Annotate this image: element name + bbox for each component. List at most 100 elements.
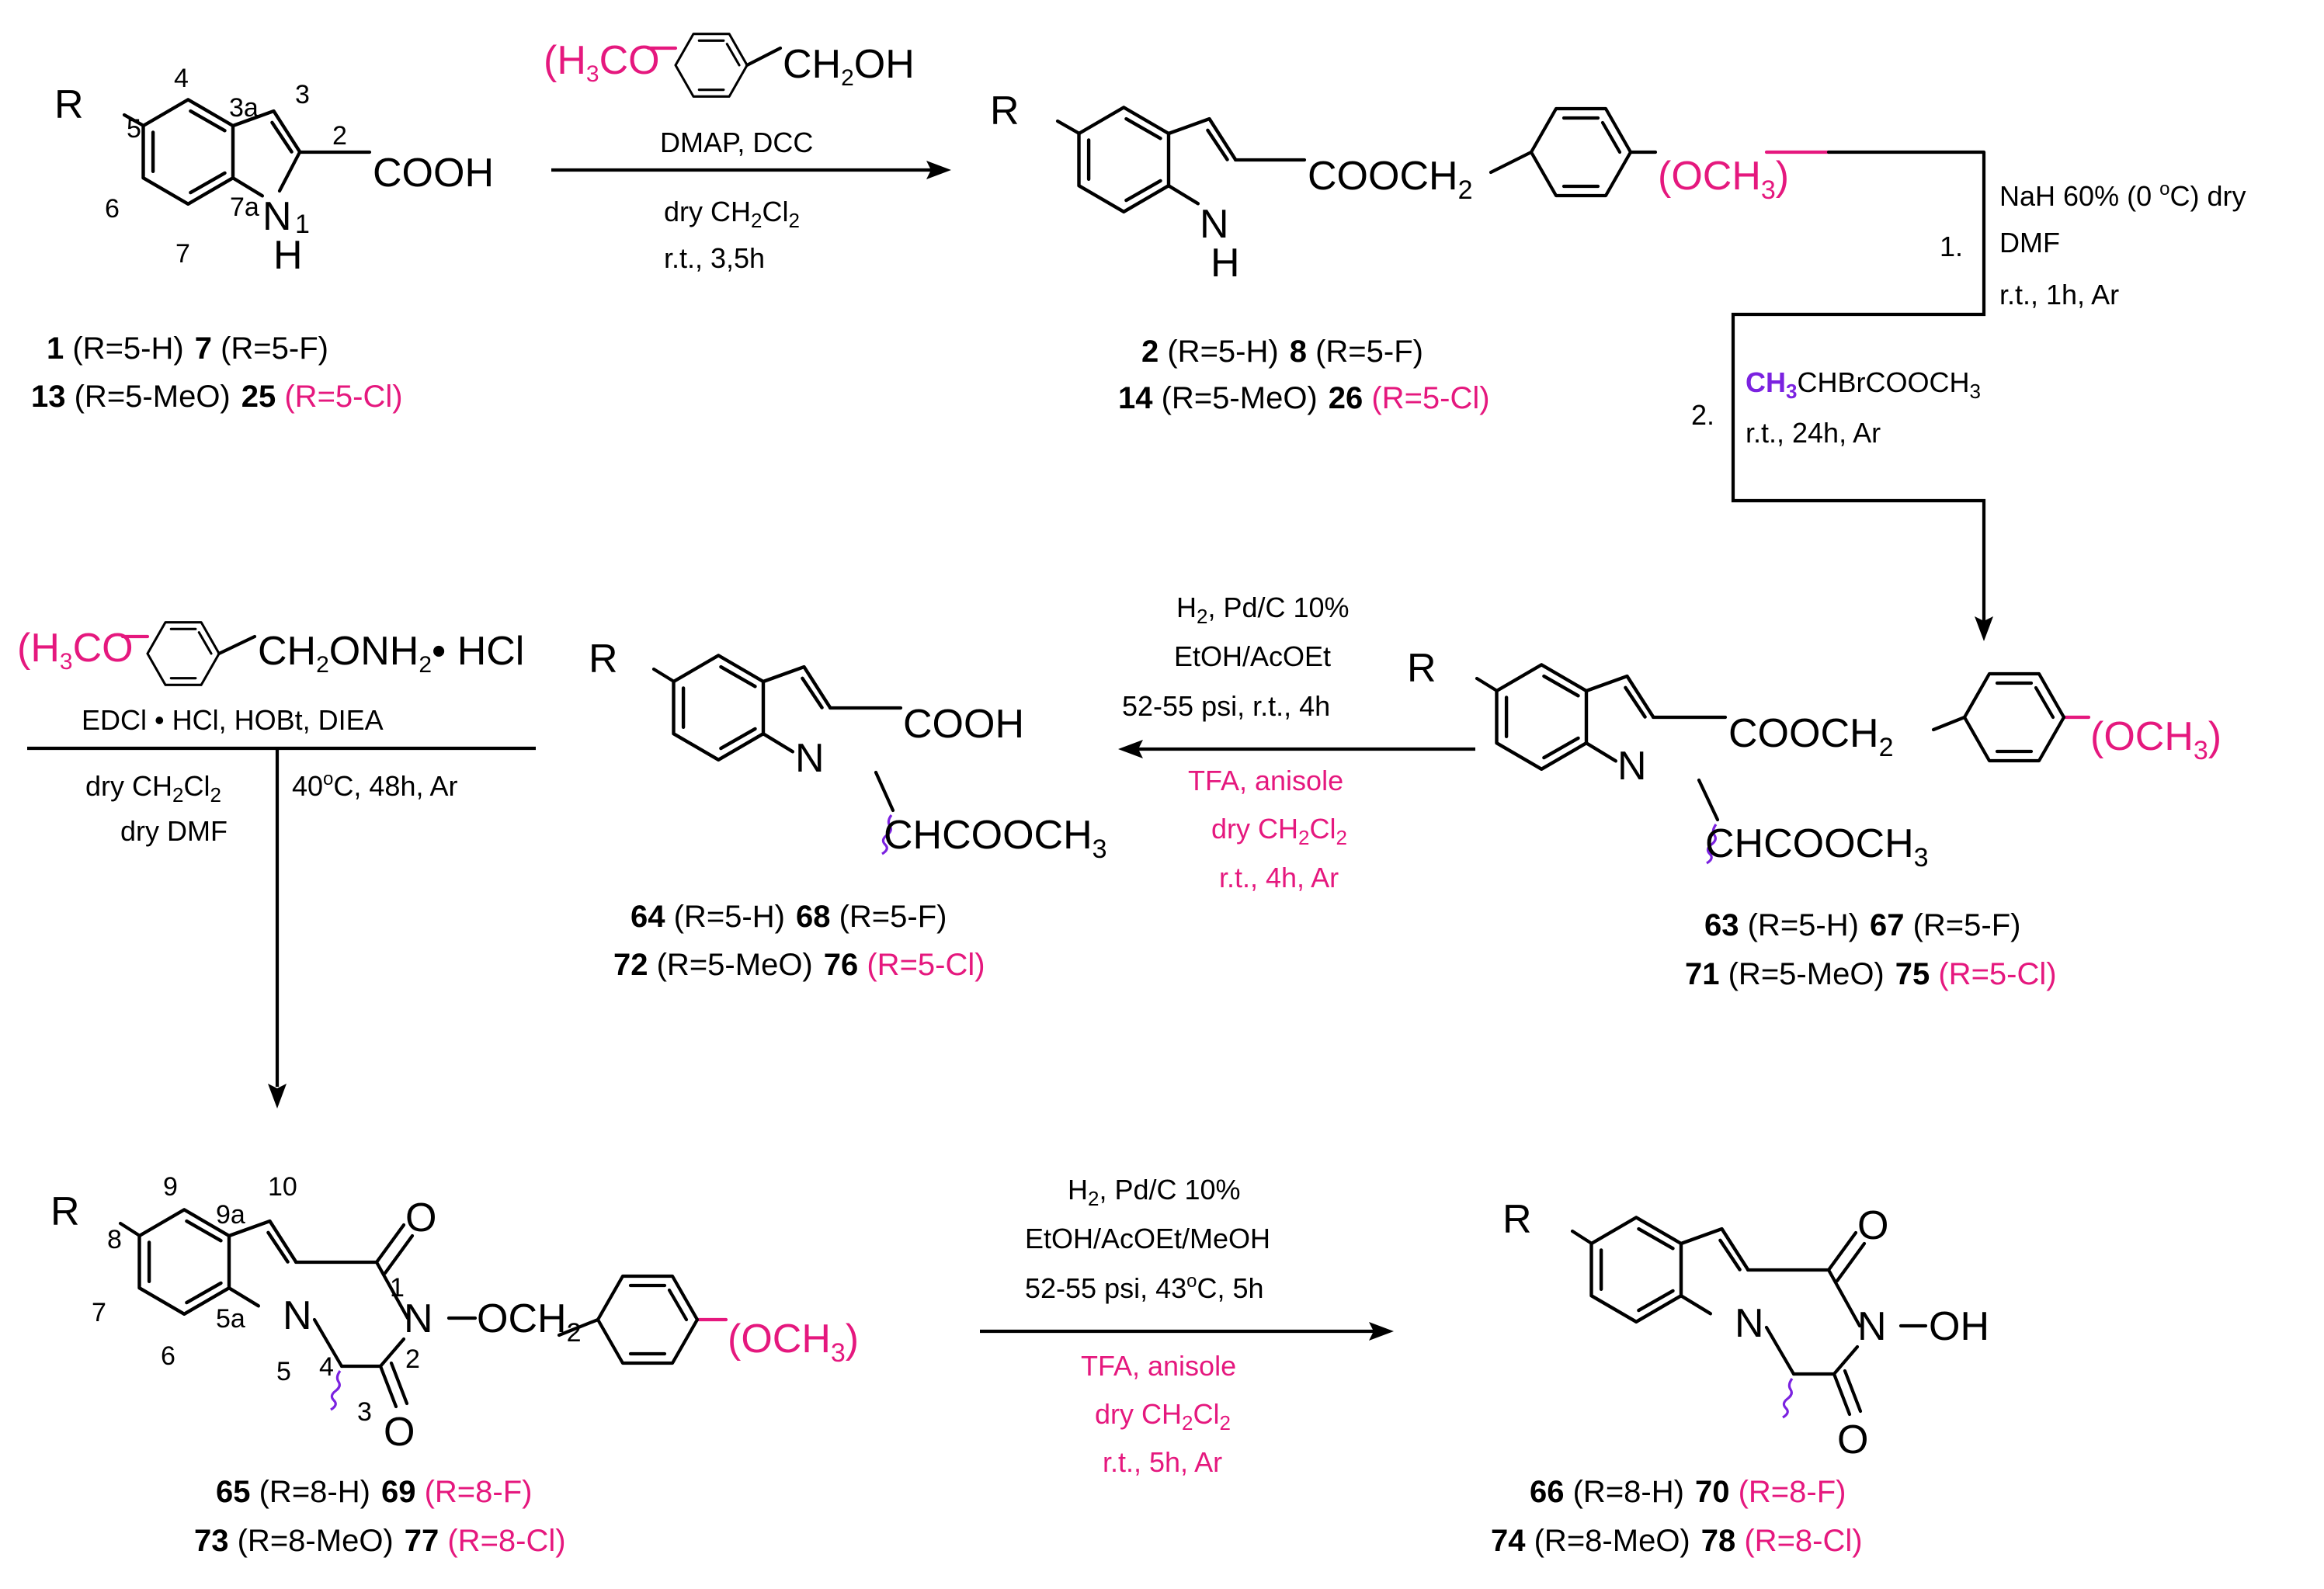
ring-n5: N [283,1293,312,1338]
step-4-conditions: (H3CO CH2ONH2• HCl EDCl • HCl, HOBt, DIE… [17,621,536,1108]
oxy-linker: OCH2 [477,1296,581,1348]
r-group: R [990,88,1020,134]
compound-63-label-row1: 63 (R=5-H)67 (R=5-F) [1704,908,2020,942]
methoxy-substituent: (OCH3) [728,1317,859,1368]
stereocenter-wavy-bond [330,1370,342,1411]
step-4-line1: EDCl • HCl, HOBt, DIEA [82,704,384,736]
compound-1-label-row2: 13 (R=5-MeO)25 (R=5-Cl) [31,380,403,414]
locant-3a: 3a [229,93,259,123]
ester-group: COOCH2 [1728,711,1893,762]
compound-65: R 8 9 9a 10 O 1 N 2 OCH2 (OCH3) 3 O 4 N … [50,1172,859,1558]
locant-7: 7 [92,1298,106,1327]
locant-5a: 5a [216,1304,245,1334]
indole-nh: H [273,233,303,278]
step-1-line2: dry CH2Cl2 [664,196,800,232]
step-2-line3: r.t., 1h, Ar [1999,279,2119,311]
step-2-arrowhead [1975,616,1993,641]
r-group: R [589,637,618,682]
compound-66: R O N OH O N 66 (R=8-H)70 (R=8-F) 74 (R=… [1491,1197,1989,1558]
step-3-line4: TFA, anisole [1188,765,1343,796]
step-1-conditions: (H3CO CH2OH DMAP, DCC dry CH2Cl2 r.t., 3… [544,33,951,274]
step-2-arrow [1731,152,1986,621]
methoxy-substituent: (OCH3) [2090,714,2222,765]
step-5-line6: r.t., 5h, Ar [1103,1446,1222,1478]
cooh-group: COOH [903,702,1024,747]
locant-7a: 7a [230,193,259,222]
step-2-line2: DMF [1999,227,2060,258]
step-2-line5: r.t., 24h, Ar [1746,417,1881,449]
indole-nh: H [1211,241,1240,286]
step-3-line3: 52-55 psi, r.t., 4h [1122,690,1330,722]
cooh-group: COOH [373,151,494,196]
step-5-line5: dry CH2Cl2 [1095,1398,1231,1435]
compound-64-label-row1: 64 (R=5-H)68 (R=5-F) [631,900,947,934]
locant-5: 5 [276,1357,291,1386]
indole-n: N [1200,202,1229,247]
step-3-line5: dry CH2Cl2 [1211,813,1347,849]
step-2-line4: CH3CHBrCOOCH3 [1746,366,1981,403]
step-4-line3: 40oC, 48h, Ar [292,768,458,802]
compound-2-label-row2: 14 (R=5-MeO)26 (R=5-Cl) [1118,381,1490,415]
locant-9a: 9a [216,1200,245,1230]
locant-2: 2 [332,121,347,151]
locant-3: 3 [357,1397,372,1427]
step-5-line1: H2, Pd/C 10% [1068,1174,1241,1210]
r-group: R [54,82,84,127]
carbonyl-o1: O [1857,1203,1888,1248]
indole-n: N [795,736,825,781]
side-chain: CHCOOCH3 [1705,821,1929,873]
r-group: R [1502,1197,1532,1242]
step-2-number2: 2. [1691,399,1714,431]
locant-5: 5 [127,114,141,144]
step-5-conditions: H2, Pd/C 10% EtOH/AcOEt/MeOH 52-55 psi, … [980,1174,1394,1478]
locant-1: 1 [390,1273,405,1303]
step-5-line4: TFA, anisole [1081,1350,1236,1382]
step-5-line2: EtOH/AcOEt/MeOH [1025,1223,1270,1254]
step-1-line1: DMAP, DCC [660,127,813,158]
compound-2-label-row1: 2 (R=5-H)8 (R=5-F) [1141,335,1423,369]
locant-10: 10 [268,1172,297,1202]
step-1-reagent: CH2OH [783,42,915,91]
locant-9: 9 [163,1172,178,1202]
step-3-arrowhead [1118,740,1143,758]
carbonyl-o1: O [405,1195,436,1240]
stereocenter-wavy-bond [1706,824,1718,865]
locant-3: 3 [295,80,310,109]
methoxy-substituent: (H3CO [544,38,660,87]
step-5-line3: 52-55 psi, 43oC, 5h [1025,1271,1264,1304]
compound-65-label-row2: 73 (R=8-MeO)77 (R=8-Cl) [194,1524,566,1558]
locant-6: 6 [105,194,120,224]
step-2-number1: 1. [1940,231,1963,262]
step-4-line2a: dry CH2Cl2 [85,770,221,807]
compound-64: R COOH N CHCOOCH3 64 (R=5-H)68 (R=5-F) 7… [589,637,1107,982]
compound-63: R COOCH2 (OCH3) N CHCOOCH3 63 (R=5-H)67 … [1407,646,2222,991]
step-5-arrowhead [1369,1322,1394,1341]
ring-n2: N [404,1296,433,1341]
step-1-line3: r.t., 3,5h [664,242,765,274]
compound-64-label-row2: 72 (R=5-MeO)76 (R=5-Cl) [613,948,985,982]
ring-n2: N [1857,1304,1887,1349]
stereocenter-wavy-bond [881,814,893,855]
locant-6: 6 [161,1341,175,1371]
ester-group: COOCH2 [1308,154,1472,205]
step-4-reagent: CH2ONH2• HCl [258,629,524,678]
indole-n: N [1617,744,1647,789]
carbonyl-o3: O [1837,1417,1868,1462]
compound-63-label-row2: 71 (R=5-MeO)75 (R=5-Cl) [1685,957,2057,991]
compound-2: R COOCH2 (OCH3) N H 2 (R=5-H)8 (R=5-F) 1… [990,88,1986,415]
step-2-conditions: NaH 60% (0 oC) dry 1. DMF r.t., 1h, Ar 2… [1691,152,2246,641]
ring-n5: N [1735,1301,1764,1346]
step-4-line2b: dry DMF [120,815,228,847]
compound-66-label-row2: 74 (R=8-MeO)78 (R=8-Cl) [1491,1524,1863,1558]
r-group: R [50,1189,80,1234]
r-group: R [1407,646,1436,691]
locant-4: 4 [174,64,189,93]
stereocenter-wavy-bond [1782,1378,1794,1419]
compound-1: R 5 4 3a 3 2 1 7a 7 6 COOH N H 1 (R=5-H)… [31,64,494,414]
carbonyl-o3: O [384,1410,415,1455]
step-3-conditions: H2, Pd/C 10% EtOH/AcOEt 52-55 psi, r.t.,… [1118,592,1475,893]
hydroxy-group: OH [1929,1304,1989,1349]
indole-n: N [262,194,292,239]
step-3-line2: EtOH/AcOEt [1174,640,1331,672]
